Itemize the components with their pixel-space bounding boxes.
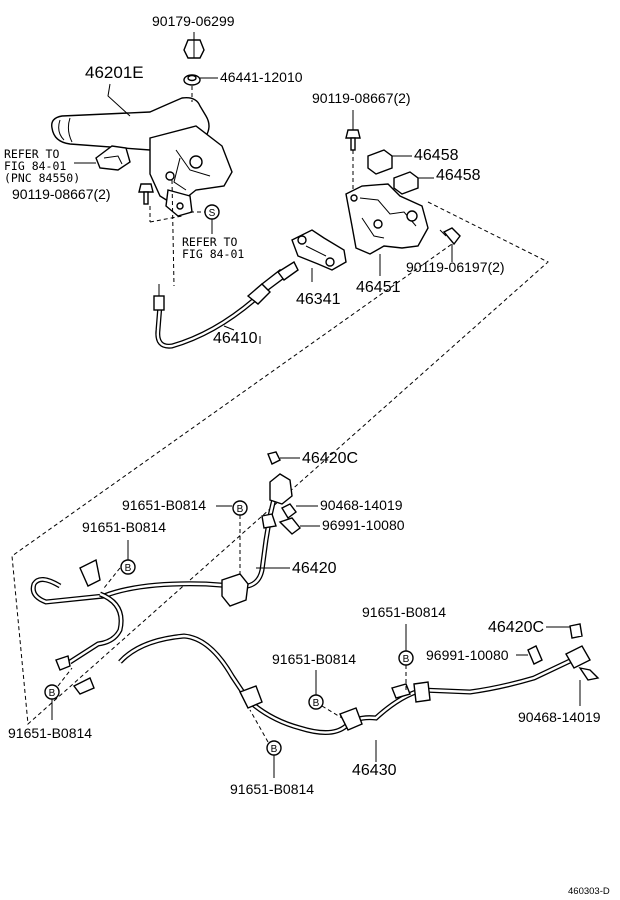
marker-s: S — [204, 204, 220, 220]
marker-b-1: B — [216, 500, 248, 576]
marker-b-6: B — [249, 709, 282, 778]
label-91651-B0814-1: 91651-B0814 — [122, 497, 206, 513]
cable-46410 — [153, 260, 299, 349]
parking-brake-lever-assembly — [51, 96, 233, 217]
lever-bracket-left — [74, 145, 131, 171]
diagram-code: 460303-D — [568, 886, 610, 897]
label-46420: 46420 — [292, 560, 337, 577]
cable-connection-dashed-line — [171, 179, 175, 287]
label-46458-a: 46458 — [414, 147, 459, 164]
bracket-46341 — [291, 229, 347, 282]
label-fig-84-01-a: FIG 84-01 — [4, 159, 66, 173]
svg-text:B: B — [237, 504, 244, 515]
cap-46420C-top — [267, 451, 300, 465]
bolt-90119-06197 — [439, 227, 461, 262]
clip-96991-10080-upper — [278, 517, 320, 535]
clip-96991-10080-right — [516, 645, 543, 665]
pad-46458-b — [393, 171, 434, 195]
label-90179-06299: 90179-06299 — [152, 13, 235, 29]
label-90119-08667-left: 90119-08667(2) — [12, 186, 111, 202]
label-90119-08667-top: 90119-08667(2) — [312, 90, 411, 106]
marker-b-4: B — [308, 670, 343, 719]
svg-text:B: B — [125, 563, 132, 574]
label-91651-B0814-2: 91651-B0814 — [82, 519, 166, 535]
label-46430: 46430 — [352, 762, 397, 779]
pad-46458-a — [367, 149, 412, 175]
label-46341: 46341 — [296, 291, 341, 308]
label-pnc-84550: (PNC 84550) — [4, 171, 80, 185]
label-46451: 46451 — [356, 279, 401, 296]
assembly-dashed-boundary — [11, 201, 549, 726]
cable-46430 — [72, 633, 600, 762]
label-fig-84-01-b: FIG 84-01 — [182, 247, 244, 261]
label-91651-B0814-6: 91651-B0814 — [230, 781, 314, 797]
bracket-46451 — [345, 183, 429, 276]
label-90119-06197: 90119-06197(2) — [406, 259, 505, 275]
marker-b-2: B — [103, 540, 136, 589]
label-46420C-top: 46420C — [302, 450, 358, 467]
label-46201E: 46201E — [85, 63, 144, 82]
label-90468-14019-a: 90468-14019 — [320, 497, 403, 513]
marker-b-3: B — [398, 624, 414, 690]
svg-text:B: B — [271, 744, 278, 755]
cable-46420 — [30, 473, 293, 671]
label-91651-B0814-5: 91651-B0814 — [8, 725, 92, 741]
svg-text:B: B — [313, 698, 320, 709]
label-91651-B0814-4: 91651-B0814 — [272, 651, 356, 667]
svg-text:S: S — [209, 208, 216, 219]
label-refer-to-1: REFER TO — [4, 147, 59, 161]
label-46458-b: 46458 — [436, 167, 481, 184]
bolt-90119-08667-left — [138, 183, 183, 223]
label-90468-14019-b: 90468-14019 — [518, 709, 601, 725]
label-96991-10080-b: 96991-10080 — [426, 647, 509, 663]
nut-90179-06299 — [183, 32, 205, 59]
washer-46441-12010 — [183, 74, 218, 102]
clip-90468-14019-upper — [281, 503, 318, 520]
cap-46420C-right — [546, 623, 583, 639]
svg-text:B: B — [403, 654, 410, 665]
label-96991-10080-a: 96991-10080 — [322, 517, 405, 533]
bolt-90119-08667-top — [345, 110, 361, 190]
svg-text:B: B — [49, 688, 56, 699]
label-91651-B0814-3: 91651-B0814 — [362, 604, 446, 620]
label-46410: 46410 — [213, 330, 258, 347]
label-46441-12010: 46441-12010 — [220, 69, 303, 85]
label-refer-to-2: REFER TO — [182, 235, 237, 249]
label-46420C-right: 46420C — [488, 619, 544, 636]
marker-b-5: B — [44, 667, 73, 720]
